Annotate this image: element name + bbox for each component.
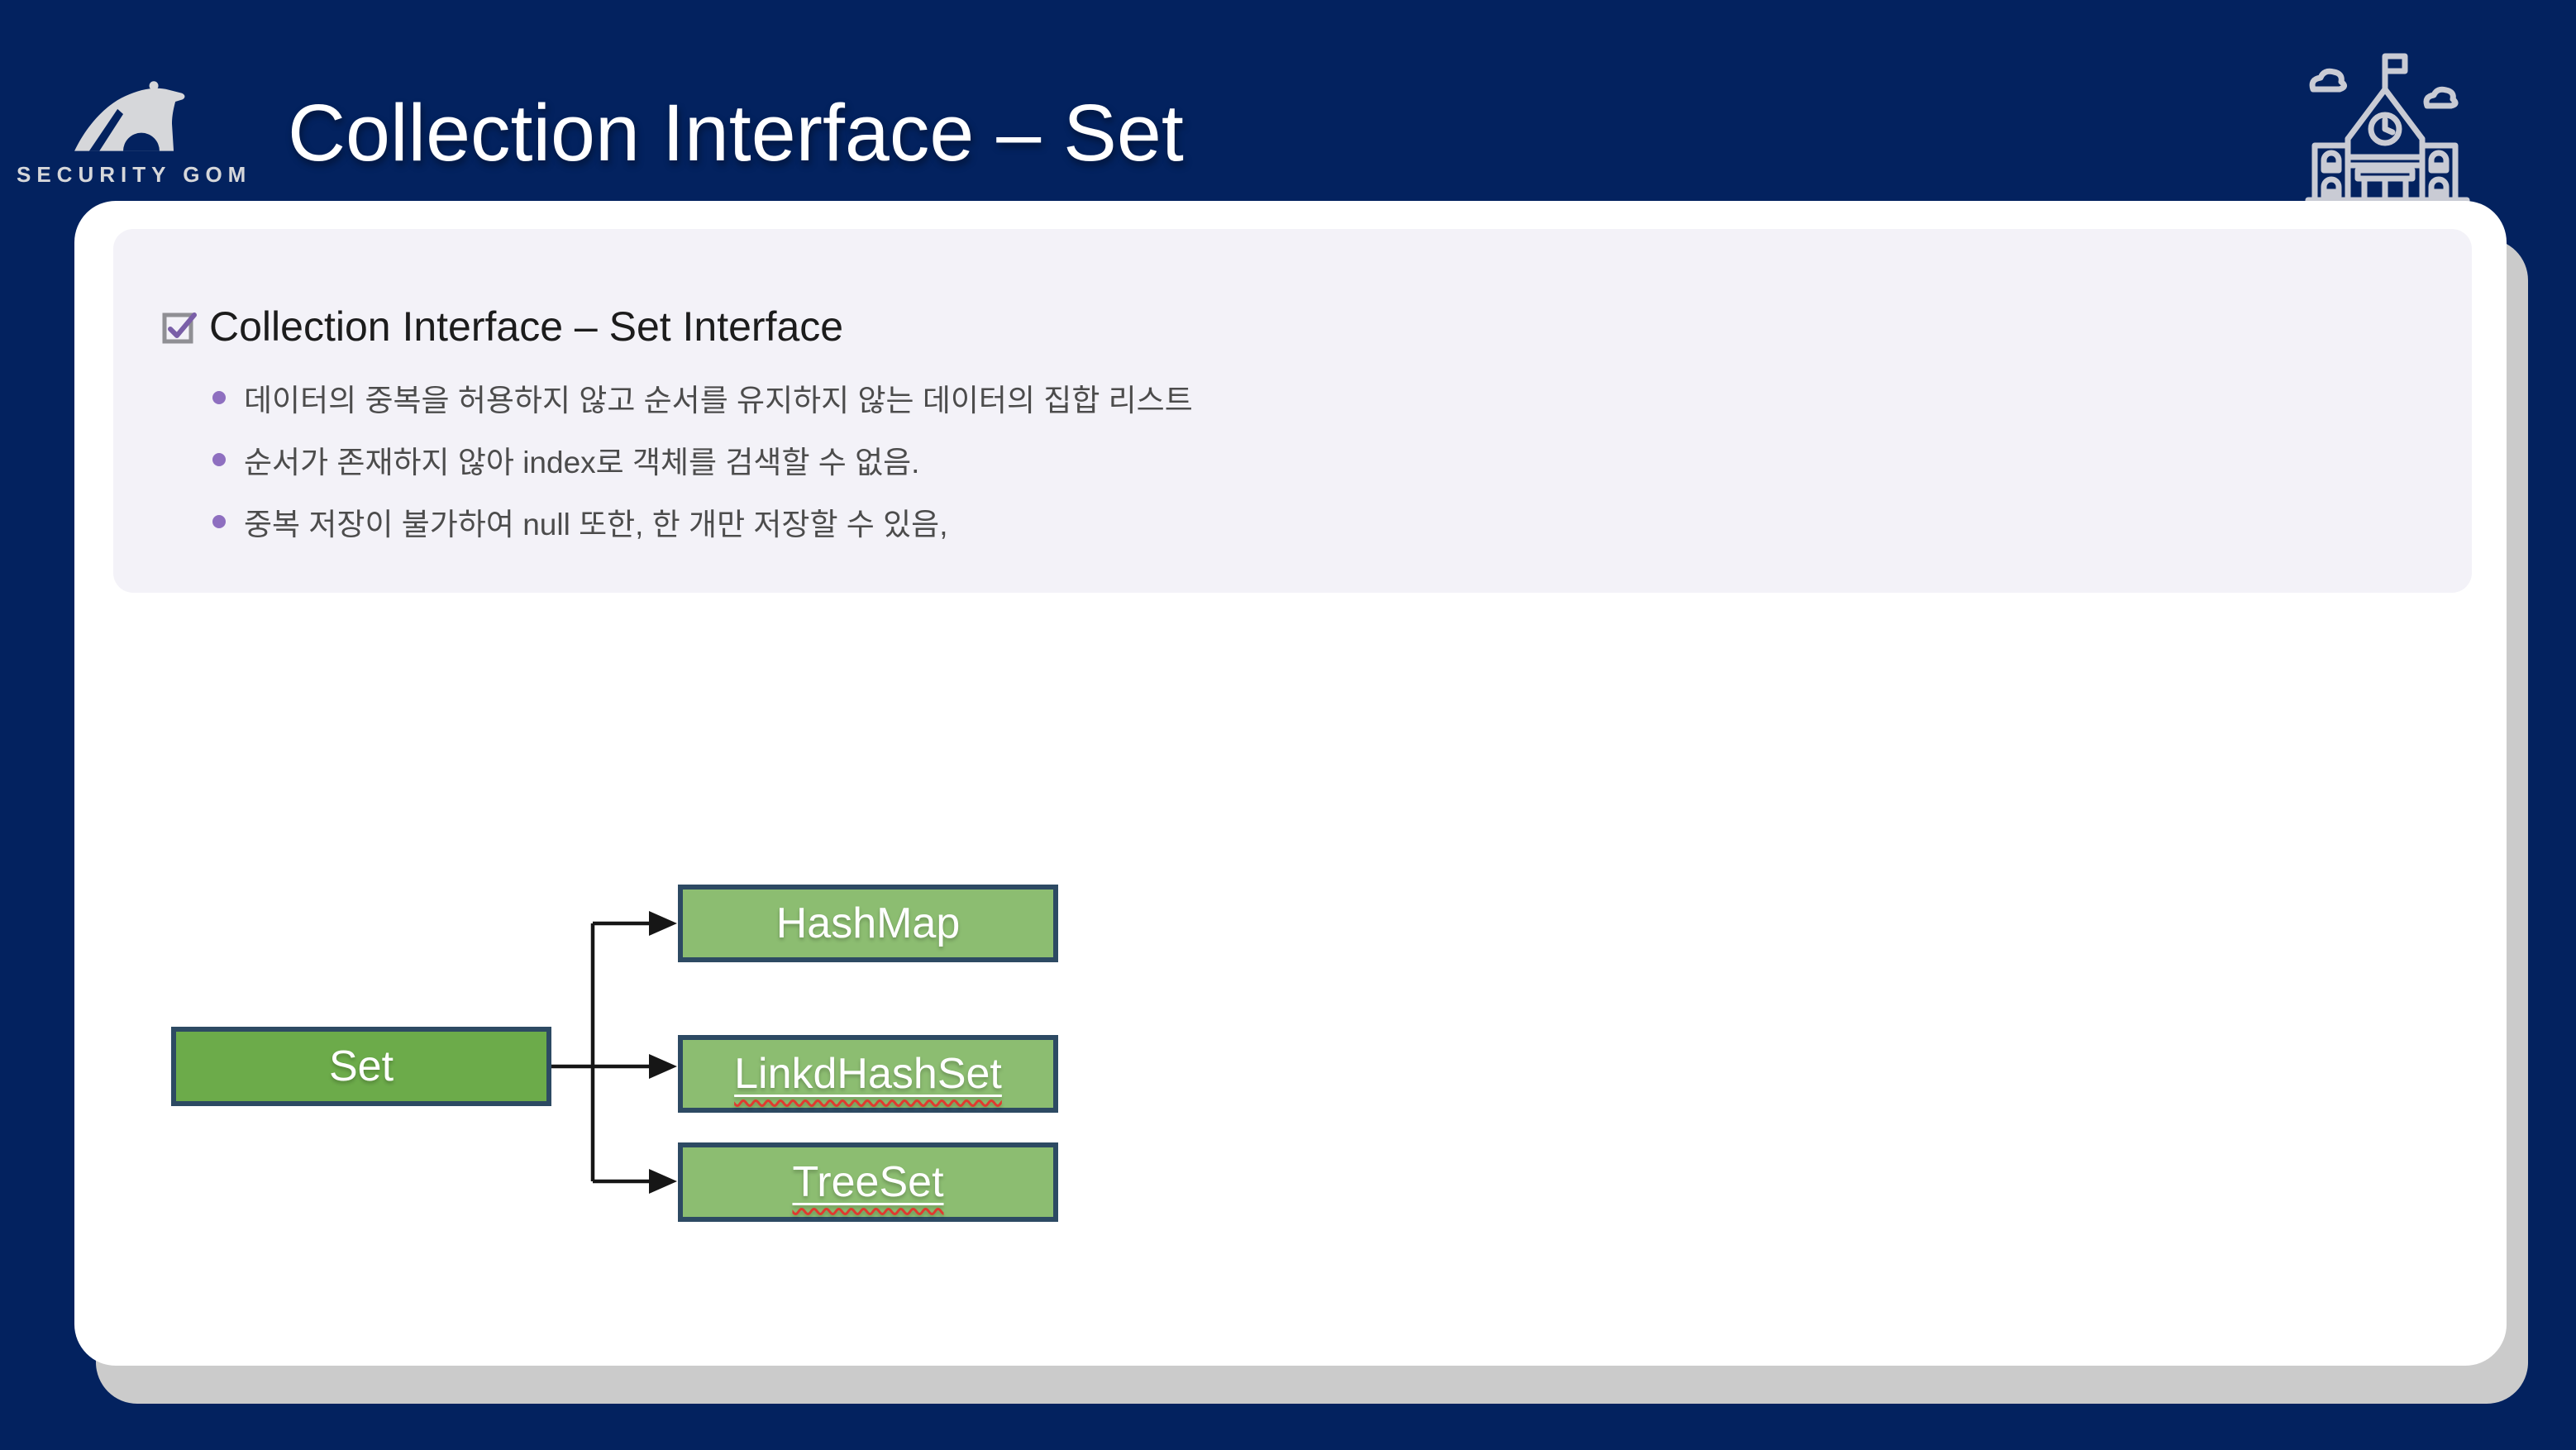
diagram-box-treeset: TreeSet xyxy=(678,1142,1058,1222)
diagram-box-label: Set xyxy=(328,1042,394,1090)
bullet-list: 데이터의 중복을 허용하지 않고 순서를 유지하지 않는 데이터의 집합 리스트… xyxy=(161,366,2472,552)
arrowhead-icon xyxy=(649,1169,677,1194)
diagram-box-label: TreeSet xyxy=(792,1158,944,1206)
arrowhead-icon xyxy=(649,911,677,936)
brand-logo: SECURITY GOM xyxy=(17,64,248,188)
checkbox-icon xyxy=(162,312,197,344)
school-building-icon xyxy=(2305,53,2470,208)
list-item: 중복 저장이 불가하여 null 또한, 한 개만 저장할 수 있음, xyxy=(161,490,2472,552)
diagram-box-set: Set xyxy=(171,1027,551,1106)
diagram-box-hashmap: HashMap xyxy=(678,885,1058,962)
bullet-text: 중복 저장이 불가하여 null 또한, 한 개만 저장할 수 있음, xyxy=(244,507,948,541)
list-item: 순서가 존재하지 않아 index로 객체를 검색할 수 없음. xyxy=(161,428,2472,490)
slide-title: Collection Interface – Set xyxy=(288,88,1184,178)
diagram-box-linkdhashset: LinkdHashSet xyxy=(678,1035,1058,1113)
bullet-dot xyxy=(212,390,226,404)
content-card: Collection Interface – Set Interface 데이터… xyxy=(74,201,2507,1366)
section-heading: Collection Interface – Set Interface xyxy=(209,303,844,350)
heading-row: Collection Interface – Set Interface xyxy=(161,302,2472,351)
brand-name: SECURITY GOM xyxy=(17,162,252,187)
polar-bear-icon xyxy=(74,81,185,151)
diagram-box-label: HashMap xyxy=(775,899,961,947)
bullet-dot xyxy=(212,514,226,528)
diagram-box-label: LinkdHashSet xyxy=(734,1050,1002,1098)
spellcheck-underline: TreeSet xyxy=(792,1157,943,1207)
spellcheck-underline: LinkdHashSet xyxy=(734,1049,1002,1099)
arrowhead-icon xyxy=(649,1054,677,1079)
bullet-text: 데이터의 중복을 허용하지 않고 순서를 유지하지 않는 데이터의 집합 리스트 xyxy=(244,383,1193,417)
bullet-text: 순서가 존재하지 않아 index로 객체를 검색할 수 없음. xyxy=(244,445,920,479)
summary-panel: Collection Interface – Set Interface 데이터… xyxy=(113,229,2472,593)
bullet-dot xyxy=(212,452,226,466)
list-item: 데이터의 중복을 허용하지 않고 순서를 유지하지 않는 데이터의 집합 리스트 xyxy=(161,366,2472,428)
